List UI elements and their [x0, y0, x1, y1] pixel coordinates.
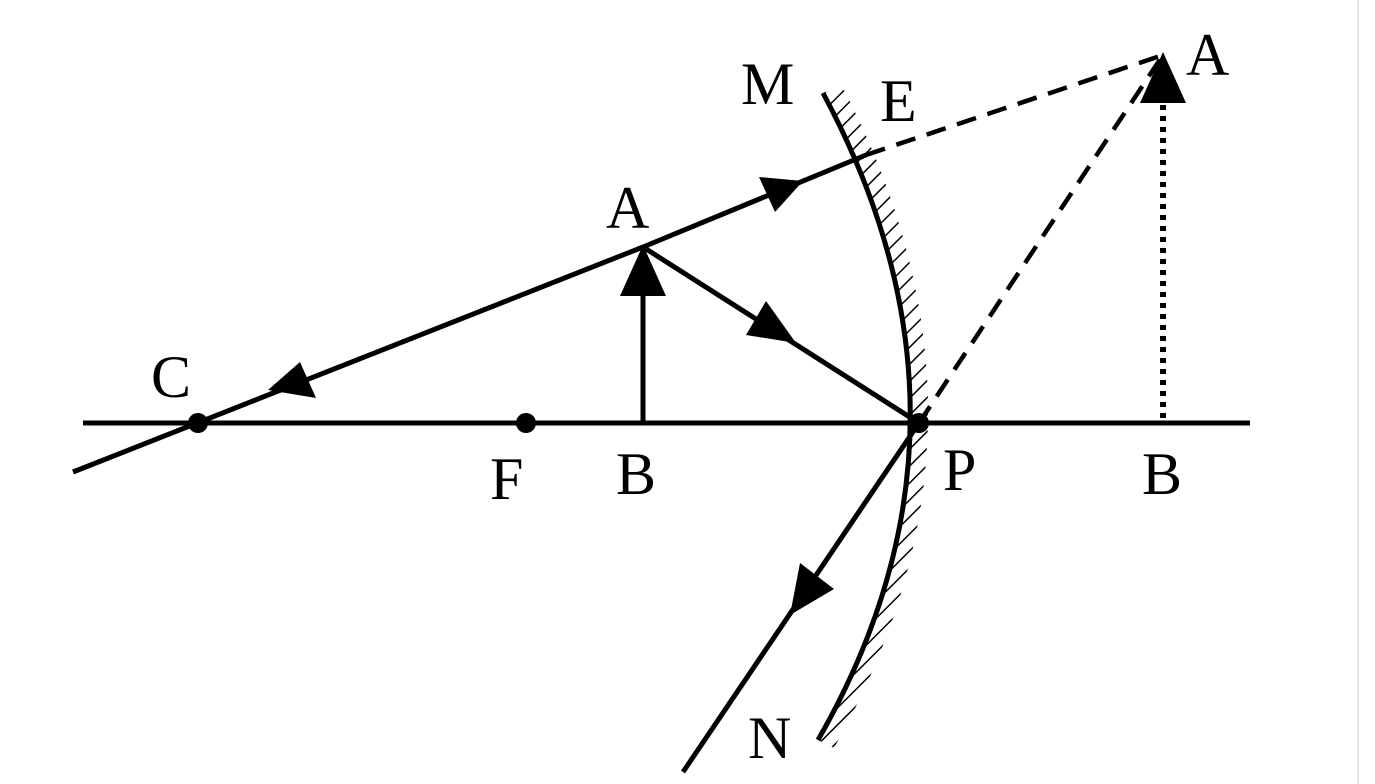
ray-E-back-through-C — [72, 244, 644, 475]
object-arrowhead — [620, 245, 666, 296]
ray-A-to-E — [642, 152, 867, 250]
label-B-object: B — [616, 441, 656, 507]
label-A-object: A — [606, 175, 649, 241]
arrowhead-towards-P — [746, 301, 796, 343]
right-edge-divider — [1357, 0, 1359, 784]
label-F: F — [490, 446, 523, 512]
label-E: E — [880, 68, 917, 134]
point-F — [516, 413, 536, 433]
dashed-extension-E-to-image-A — [865, 52, 1164, 158]
label-C: C — [151, 344, 191, 410]
dashed-extension-P-to-image-A — [917, 53, 1165, 425]
label-A-image: A — [1186, 22, 1229, 88]
label-N: N — [748, 705, 791, 771]
label-M: M — [741, 51, 794, 117]
arrowhead-towards-N — [790, 563, 834, 615]
concave-mirror-MN — [815, 91, 913, 742]
arrowhead-towards-E — [759, 177, 803, 212]
mirror-hatching — [818, 86, 929, 748]
point-C — [188, 413, 208, 433]
label-P: P — [943, 437, 976, 503]
point-P — [909, 413, 929, 433]
image-arrowhead — [1140, 52, 1186, 103]
arrowhead-towards-C — [268, 362, 316, 398]
label-B-image: B — [1142, 441, 1182, 507]
